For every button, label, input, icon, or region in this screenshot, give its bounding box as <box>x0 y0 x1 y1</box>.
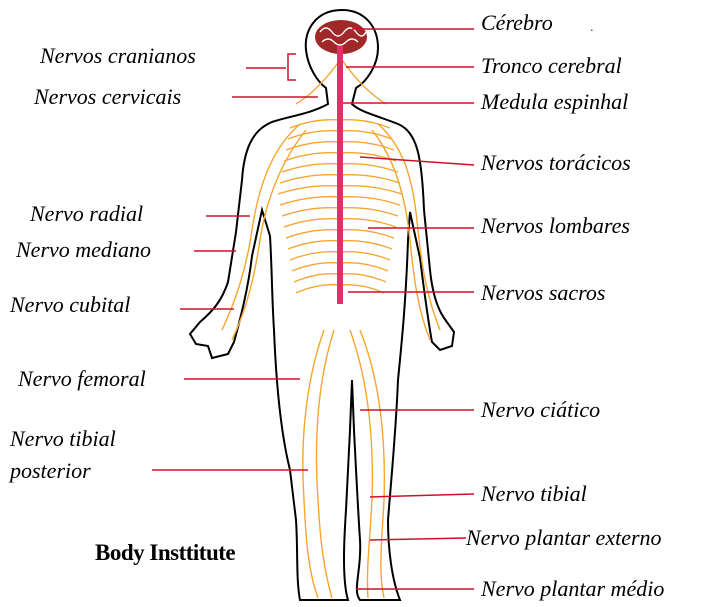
label-nervo-tibial-posterior-line2: posterior <box>10 460 91 482</box>
label-nervo-cubital: Nervo cubital <box>10 294 130 316</box>
label-nervo-mediano: Nervo mediano <box>16 239 151 261</box>
label-nervo-femoral: Nervo femoral <box>18 368 146 390</box>
label-nervo-radial: Nervo radial <box>30 203 143 225</box>
cerebro-dot: . <box>590 20 594 35</box>
label-nervos-cervicais: Nervos cervicais <box>34 86 181 108</box>
label-tronco-cerebral: Tronco cerebral <box>481 55 622 77</box>
label-nervos-toracicos: Nervos torácicos <box>481 152 631 174</box>
brand-logo-text: Body Insttitute <box>95 540 235 566</box>
label-nervos-cranianos: Nervos cranianos <box>40 45 196 67</box>
label-medula-espinhal: Medula espinhal <box>481 91 628 113</box>
label-nervo-plantar-externo: Nervo plantar externo <box>466 527 662 549</box>
label-nervo-ciatico: Nervo ciático <box>481 399 600 421</box>
body-outline <box>190 10 454 600</box>
label-nervo-plantar-medio: Nervo plantar médio <box>481 578 664 600</box>
label-nervo-tibial: Nervo tibial <box>481 483 587 505</box>
label-nervos-lombares: Nervos lombares <box>481 215 630 237</box>
label-nervo-tibial-posterior-line1: Nervo tibial <box>10 428 116 450</box>
spinal-cord <box>337 46 343 304</box>
label-cerebro: Cérebro <box>481 12 553 34</box>
label-nervos-sacros: Nervos sacros <box>481 282 605 304</box>
leader-nervos-cranianos <box>246 54 296 80</box>
